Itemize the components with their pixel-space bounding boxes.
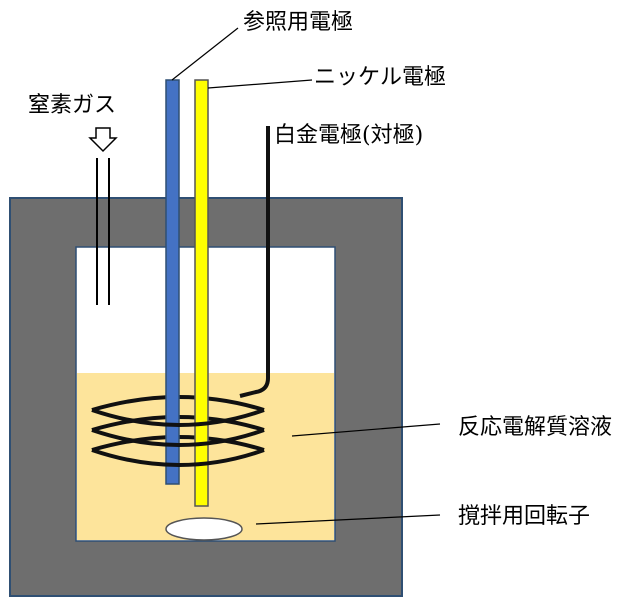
label-reference-electrode: 参照用電極 [243, 10, 353, 35]
leader-line-nickel [207, 79, 313, 89]
leader-line-stirrer [255, 514, 441, 525]
stirrer-bar [165, 517, 243, 541]
platinum-coil-front [91, 408, 265, 467]
label-stirrer: 撹拌用回転子 [458, 504, 590, 529]
label-nickel-electrode: ニッケル電極 [314, 65, 446, 90]
leader-line-electrolyte [291, 423, 441, 437]
leader-line-reference [171, 27, 239, 81]
label-nitrogen-gas: 窒素ガス [28, 93, 116, 118]
platinum-wire-lead [239, 126, 270, 398]
nickel-electrode [194, 79, 209, 507]
label-platinum-electrode: 白金電極(対極) [274, 123, 423, 148]
label-electrolyte: 反応電解質溶液 [458, 415, 612, 440]
gas-inlet-arrow [88, 127, 118, 153]
